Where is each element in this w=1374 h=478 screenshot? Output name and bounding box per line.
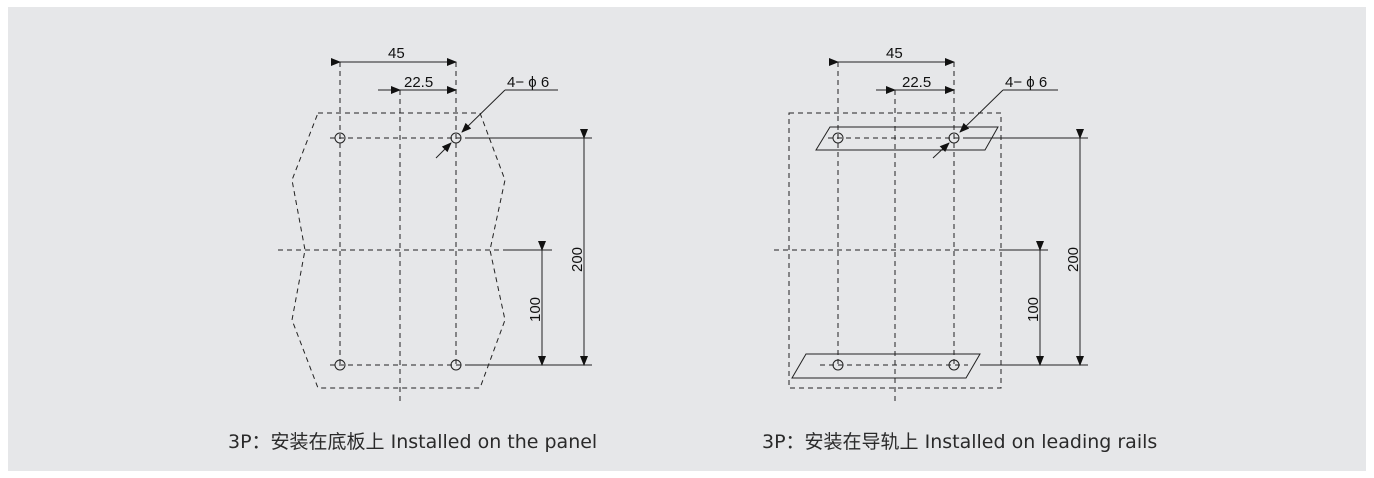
dim-200-label: 200 [1065,247,1082,272]
mounting-hole [334,359,346,371]
dim-22-5-label: 22.5 [902,74,931,91]
mounting-hole [450,132,462,144]
caption-panel-mounting: 3P：安装在底板上 Installed on the panel [228,431,598,453]
dim-100-label: 100 [527,297,544,322]
dim-100-label: 100 [1025,297,1042,322]
dim-holes-label: 4− ϕ 6 [1005,74,1047,91]
dim-holes-label: 4− ϕ 6 [507,74,549,91]
mounting-hole [450,359,462,371]
mounting-hole [948,132,960,144]
mounting-hole [334,132,346,144]
device-outline [291,112,506,389]
dim-45-label: 45 [886,45,903,62]
mounting-hole [832,359,844,371]
dim-45-label: 45 [388,45,405,62]
background-panel [8,7,1366,471]
panel-mounting-drawing [278,58,592,402]
caption-rail-mounting: 3P：安装在导轨上 Installed on leading rails [762,431,1158,453]
rail-mounting-drawing [774,58,1088,402]
bottom-rail [791,353,981,379]
dim-200-label: 200 [569,247,586,272]
dim-22-5-label: 22.5 [404,74,433,91]
top-rail [815,126,999,151]
mounting-hole [832,132,844,144]
hole-leader [461,89,506,133]
mounting-hole [948,359,960,371]
